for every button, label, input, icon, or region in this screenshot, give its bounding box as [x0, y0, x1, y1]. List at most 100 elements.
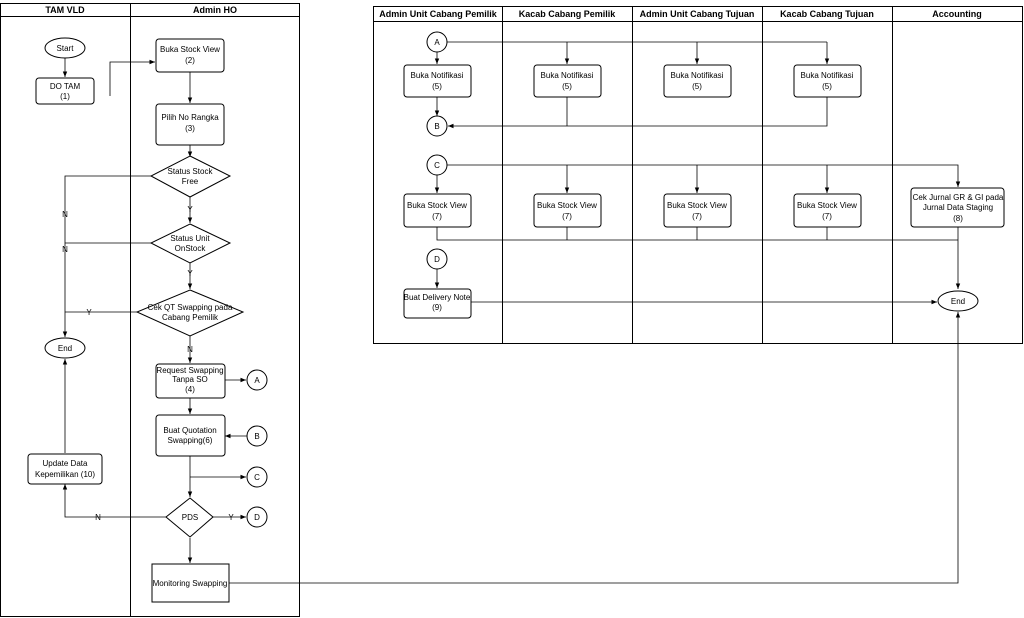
- svg-text:Tanpa SO: Tanpa SO: [172, 375, 208, 384]
- buka-stock-view-node: Buka Stock View (2): [155, 38, 225, 73]
- lane-header-kacab-cabang-pemilik: Kacab Cabang Pemilik: [519, 9, 617, 19]
- svg-text:Monitoring Swapping: Monitoring Swapping: [153, 579, 228, 588]
- svg-text:(9): (9): [432, 303, 442, 312]
- svg-text:Buat Quotation: Buat Quotation: [163, 426, 216, 435]
- monitoring-swapping-node: Monitoring Swapping: [151, 563, 230, 603]
- left-edge-labels: Y Y N N N Y N Y: [62, 205, 234, 522]
- lane-header-kacab-cabang-tujuan: Kacab Cabang Tujuan: [780, 9, 874, 19]
- edge-label-n: N: [62, 245, 68, 254]
- edge-label-n: N: [62, 210, 68, 219]
- svg-text:(5): (5): [432, 82, 442, 91]
- edge-label-n: N: [95, 513, 101, 522]
- svg-text:DO TAM: DO TAM: [50, 82, 81, 91]
- svg-text:(5): (5): [692, 82, 702, 91]
- svg-text:Buat Delivery Note: Buat Delivery Note: [404, 293, 471, 302]
- svg-text:Buka Notifikasi: Buka Notifikasi: [411, 71, 464, 80]
- svg-text:A: A: [434, 38, 440, 47]
- svg-text:Cabang Pemilik: Cabang Pemilik: [162, 313, 219, 322]
- svg-text:End: End: [58, 344, 72, 353]
- svg-text:Buka Stock View: Buka Stock View: [537, 201, 597, 210]
- lane-header-admin-ho: Admin HO: [193, 5, 237, 15]
- connector-b-left: B: [246, 425, 268, 447]
- left-swimlane-pool: TAM VLD Admin HO: [0, 3, 300, 617]
- connector-c-right: C: [426, 154, 448, 176]
- buka-stock-view-node-kacab-tujuan: Buka Stock View (7): [793, 193, 862, 228]
- svg-text:C: C: [254, 473, 260, 482]
- svg-text:Kepemilikan (10): Kepemilikan (10): [35, 470, 95, 479]
- svg-text:(8): (8): [953, 214, 963, 223]
- svg-text:(5): (5): [822, 82, 832, 91]
- buka-stock-view-node-admin-tujuan: Buka Stock View (7): [663, 193, 732, 228]
- svg-text:Cek Jurnal GR & GI pada: Cek Jurnal GR & GI pada: [913, 193, 1004, 202]
- svg-text:Request Swapping: Request Swapping: [156, 366, 223, 375]
- buka-notifikasi-node-admin-tujuan: Buka Notifikasi (5): [663, 64, 732, 98]
- end-node-left: End: [44, 337, 86, 359]
- status-unit-onstock-decision: Status Unit OnStock: [149, 223, 232, 264]
- svg-text:(7): (7): [562, 212, 572, 221]
- svg-text:(7): (7): [822, 212, 832, 221]
- connector-c-left: C: [246, 466, 268, 488]
- svg-text:A: A: [254, 376, 260, 385]
- svg-text:Buka Stock View: Buka Stock View: [407, 201, 467, 210]
- svg-text:(1): (1): [60, 92, 70, 101]
- connector-b-right: B: [426, 115, 448, 137]
- buat-delivery-note-node: Buat Delivery Note (9): [403, 288, 472, 319]
- edge-label-y: Y: [86, 308, 92, 317]
- buka-stock-view-node-kacab-pemilik: Buka Stock View (7): [533, 193, 602, 228]
- svg-text:(2): (2): [185, 56, 195, 65]
- svg-text:Update Data: Update Data: [43, 459, 88, 468]
- svg-text:(4): (4): [185, 385, 195, 394]
- left-edges: [62, 58, 961, 584]
- cek-jurnal-node: Cek Jurnal GR & GI pada Jurnal Data Stag…: [910, 187, 1005, 228]
- svg-text:B: B: [254, 432, 259, 441]
- svg-text:Buka Notifikasi: Buka Notifikasi: [671, 71, 724, 80]
- svg-text:(7): (7): [432, 212, 442, 221]
- lane-header-tam-vld: TAM VLD: [45, 5, 85, 15]
- buka-stock-view-node-admin-pemilik: Buka Stock View (7): [403, 193, 472, 228]
- svg-text:Free: Free: [182, 177, 199, 186]
- edge-label-y: Y: [187, 205, 193, 214]
- svg-text:Status Stock: Status Stock: [168, 167, 214, 176]
- svg-text:Buka Notifikasi: Buka Notifikasi: [801, 71, 854, 80]
- svg-text:B: B: [434, 122, 439, 131]
- lane-header-admin-unit-cabang-tujuan: Admin Unit Cabang Tujuan: [640, 9, 755, 19]
- svg-text:D: D: [254, 513, 260, 522]
- do-tam-node: DO TAM (1): [35, 77, 95, 105]
- svg-text:OnStock: OnStock: [175, 244, 207, 253]
- connector-d-left: D: [246, 506, 268, 528]
- svg-text:C: C: [434, 161, 440, 170]
- svg-text:Buka Stock View: Buka Stock View: [160, 45, 220, 54]
- lane-header-admin-unit-cabang-pemilik: Admin Unit Cabang Pemilik: [379, 9, 498, 19]
- svg-text:Buka Notifikasi: Buka Notifikasi: [541, 71, 594, 80]
- svg-text:Cek QT Swapping pada: Cek QT Swapping pada: [148, 303, 233, 312]
- buka-notifikasi-node-admin-pemilik: Buka Notifikasi (5): [403, 64, 472, 98]
- svg-text:End: End: [951, 297, 965, 306]
- buka-notifikasi-node-kacab-tujuan: Buka Notifikasi (5): [793, 64, 862, 98]
- pilih-no-rangka-node: Pilih No Rangka (3): [155, 103, 225, 146]
- svg-text:PDS: PDS: [182, 513, 198, 522]
- svg-text:Jurnal Data Staging: Jurnal Data Staging: [923, 203, 993, 212]
- buka-notifikasi-node-kacab-pemilik: Buka Notifikasi (5): [533, 64, 602, 98]
- update-data-node: Update Data Kepemilikan (10): [27, 453, 103, 485]
- svg-text:(5): (5): [562, 82, 572, 91]
- end-node-right: End: [937, 290, 979, 312]
- buat-quotation-node: Buat Quotation Swapping(6): [155, 414, 226, 457]
- svg-text:Buka Stock View: Buka Stock View: [667, 201, 727, 210]
- svg-text:(7): (7): [692, 212, 702, 221]
- svg-text:Start: Start: [57, 44, 75, 53]
- svg-text:Buka Stock View: Buka Stock View: [797, 201, 857, 210]
- connector-a-right: A: [426, 31, 448, 53]
- right-swimlane-pool: Admin Unit Cabang Pemilik Kacab Cabang P…: [373, 6, 1023, 344]
- pds-decision: PDS: [165, 497, 214, 538]
- request-swapping-node: Request Swapping Tanpa SO (4): [155, 363, 226, 399]
- cek-qt-swapping-decision: Cek QT Swapping pada Cabang Pemilik: [135, 289, 245, 337]
- lane-header-accounting: Accounting: [932, 9, 982, 19]
- svg-text:Pilih No Rangka: Pilih No Rangka: [161, 113, 219, 122]
- svg-text:D: D: [434, 255, 440, 264]
- connector-d-right: D: [426, 248, 448, 270]
- right-edges: [434, 41, 961, 305]
- start-node: Start: [44, 37, 86, 59]
- status-stock-free-decision: Status Stock Free: [149, 155, 232, 198]
- edge-label-y: Y: [228, 513, 234, 522]
